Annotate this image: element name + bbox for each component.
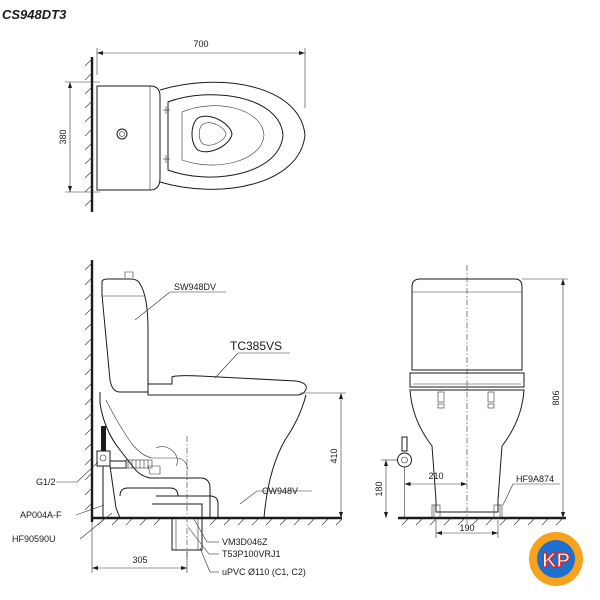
tank-body bbox=[101, 278, 149, 393]
label-inlet: G1/2 bbox=[36, 477, 56, 487]
label-connector: T53P100VRJ1 bbox=[222, 549, 281, 559]
brand-logo: KP bbox=[529, 532, 583, 586]
top-view: 700 380 bbox=[58, 39, 306, 212]
label-tank: SW948DV bbox=[174, 282, 216, 292]
dim-190-label: 190 bbox=[459, 523, 474, 533]
model-title: CS948DT3 bbox=[2, 7, 67, 22]
floor-hatch-side bbox=[97, 517, 343, 526]
label-pipe: uPVC Ø110 (C1, C2) bbox=[222, 567, 306, 577]
dim-180-label: 180 bbox=[374, 481, 384, 496]
wall-hatch-top bbox=[84, 58, 93, 207]
dim-305-label: 305 bbox=[132, 555, 147, 565]
dim-410-label: 410 bbox=[329, 448, 339, 463]
front-view: 806 210 180 190 HF9A874 bbox=[374, 265, 568, 538]
label-flange: VM3D046Z bbox=[222, 537, 268, 547]
bowl-body bbox=[99, 392, 307, 519]
seat bbox=[147, 375, 307, 396]
dim-210-label: 210 bbox=[428, 471, 443, 481]
inlet-valve bbox=[101, 426, 106, 451]
flush-button-icon bbox=[116, 128, 128, 140]
dim-width-label: 700 bbox=[193, 39, 208, 49]
front-bowl bbox=[409, 389, 525, 513]
dim-806-label: 806 bbox=[551, 390, 561, 405]
floor-hatch-front bbox=[401, 517, 564, 526]
label-floor-bolt: HF9A874 bbox=[516, 474, 554, 484]
label-bowl: CW948V bbox=[262, 486, 298, 496]
logo-text: KP bbox=[542, 550, 570, 572]
wall-hatch-side bbox=[84, 262, 93, 511]
side-view: 410 305 SW948DV TC385VS G1/2 AP004A-F HF… bbox=[12, 260, 346, 577]
dim-depth-label: 380 bbox=[58, 129, 68, 144]
label-hose: HF90590U bbox=[12, 534, 56, 544]
label-angle-valve: AP004A-F bbox=[20, 510, 62, 520]
front-tank bbox=[411, 278, 523, 371]
label-seat: TC385VS bbox=[230, 339, 282, 353]
